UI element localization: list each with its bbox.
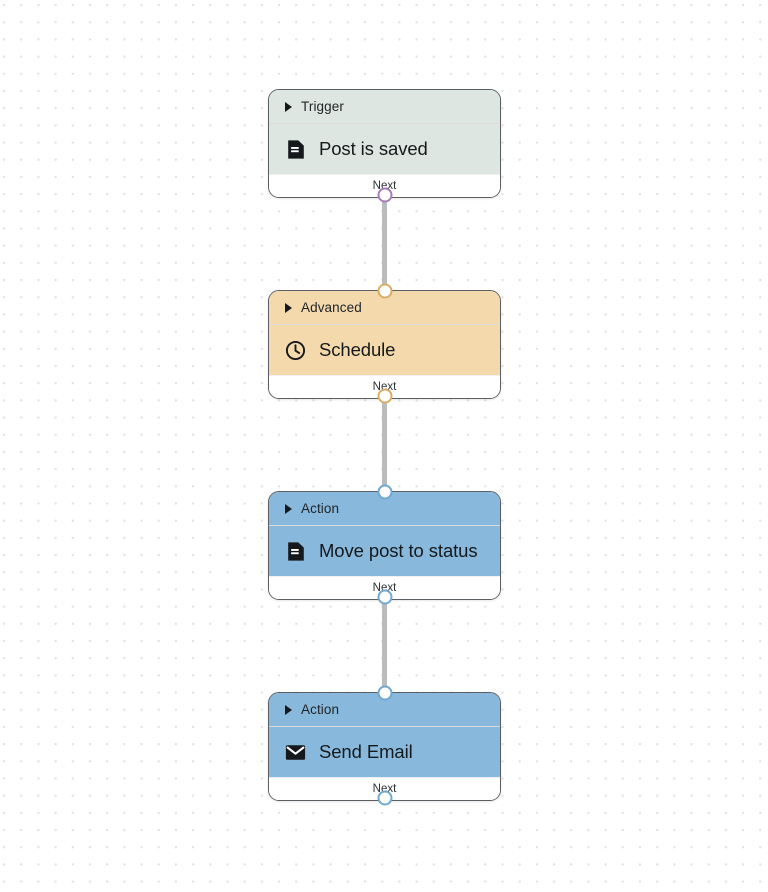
input-port-action-send-email[interactable] (377, 685, 392, 701)
node-divider (269, 726, 500, 727)
node-category-label: Action (301, 702, 340, 717)
workflow-node-action-send-email[interactable]: Action Send Email Next (268, 692, 501, 801)
input-port-advanced[interactable] (377, 283, 392, 299)
output-port-action-send-email[interactable] (377, 790, 392, 806)
node-body-trigger[interactable]: Post is saved (269, 124, 500, 174)
node-category-label: Action (301, 501, 340, 516)
document-icon (285, 541, 306, 562)
node-category-label: Advanced (301, 300, 362, 315)
node-header-action-move-post[interactable]: Action (269, 492, 500, 525)
node-body-action-move-post[interactable]: Move post to status (269, 526, 500, 576)
envelope-icon (285, 742, 306, 763)
node-title: Post is saved (319, 138, 428, 159)
node-body-advanced[interactable]: Schedule (269, 325, 500, 375)
workflow-node-action-move-post[interactable]: Action Move post to status Next (268, 491, 501, 600)
clock-icon (285, 340, 306, 361)
chevron-right-icon[interactable] (285, 302, 292, 313)
node-title: Schedule (319, 339, 396, 360)
node-footer-next[interactable]: Next (269, 576, 500, 599)
chevron-right-icon[interactable] (285, 503, 292, 514)
node-body-action-send-email[interactable]: Send Email (269, 727, 500, 777)
node-header-trigger[interactable]: Trigger (269, 90, 500, 123)
node-title: Send Email (319, 741, 413, 762)
node-category-label: Trigger (301, 99, 344, 114)
workflow-node-trigger[interactable]: Trigger Post is saved Next (268, 89, 501, 198)
output-port-advanced[interactable] (377, 388, 392, 404)
node-divider (269, 525, 500, 526)
chevron-right-icon[interactable] (285, 704, 292, 715)
node-title: Move post to status (319, 540, 478, 561)
chevron-right-icon[interactable] (285, 101, 292, 112)
output-port-trigger[interactable] (377, 187, 392, 203)
output-port-action-move-post[interactable] (377, 589, 392, 605)
document-icon (285, 139, 306, 160)
node-divider (269, 324, 500, 325)
input-port-action-move-post[interactable] (377, 484, 392, 500)
workflow-node-advanced[interactable]: Advanced Schedule Next (268, 290, 501, 399)
node-divider (269, 123, 500, 124)
